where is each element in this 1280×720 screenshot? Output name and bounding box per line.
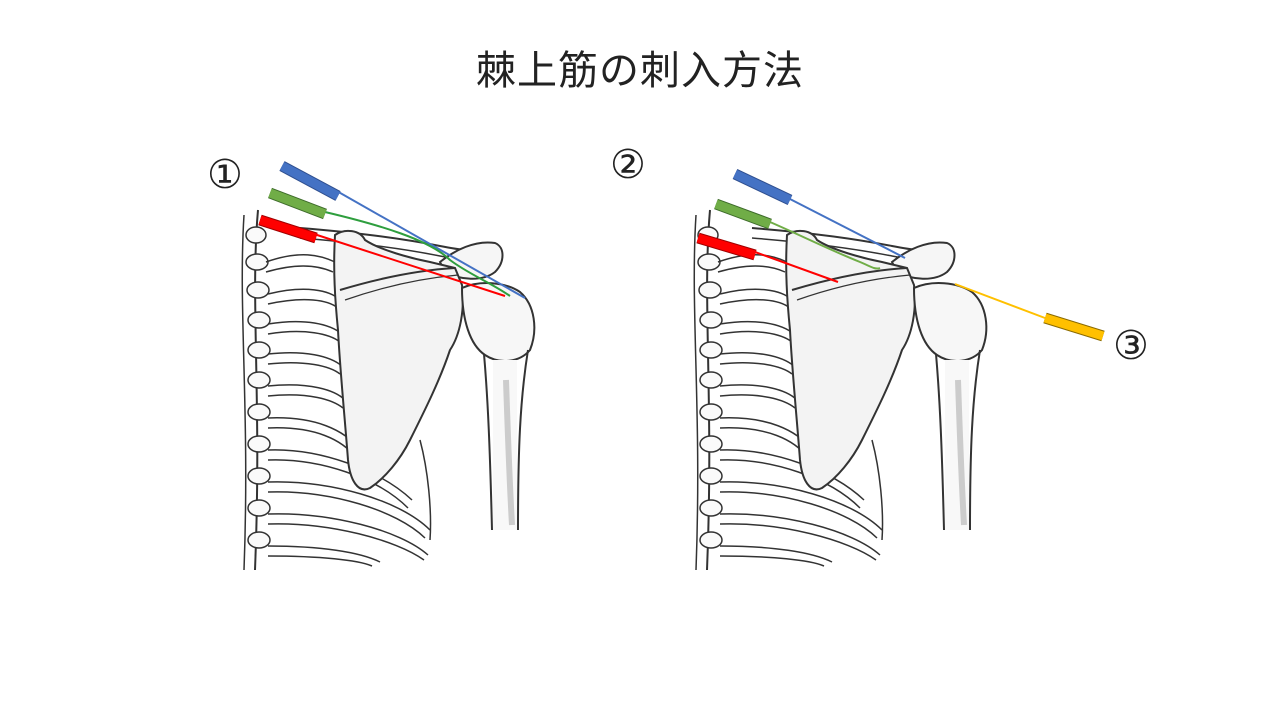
shoulder-diagram-1 (242, 166, 534, 570)
shoulder-diagram-2 (694, 174, 1103, 570)
